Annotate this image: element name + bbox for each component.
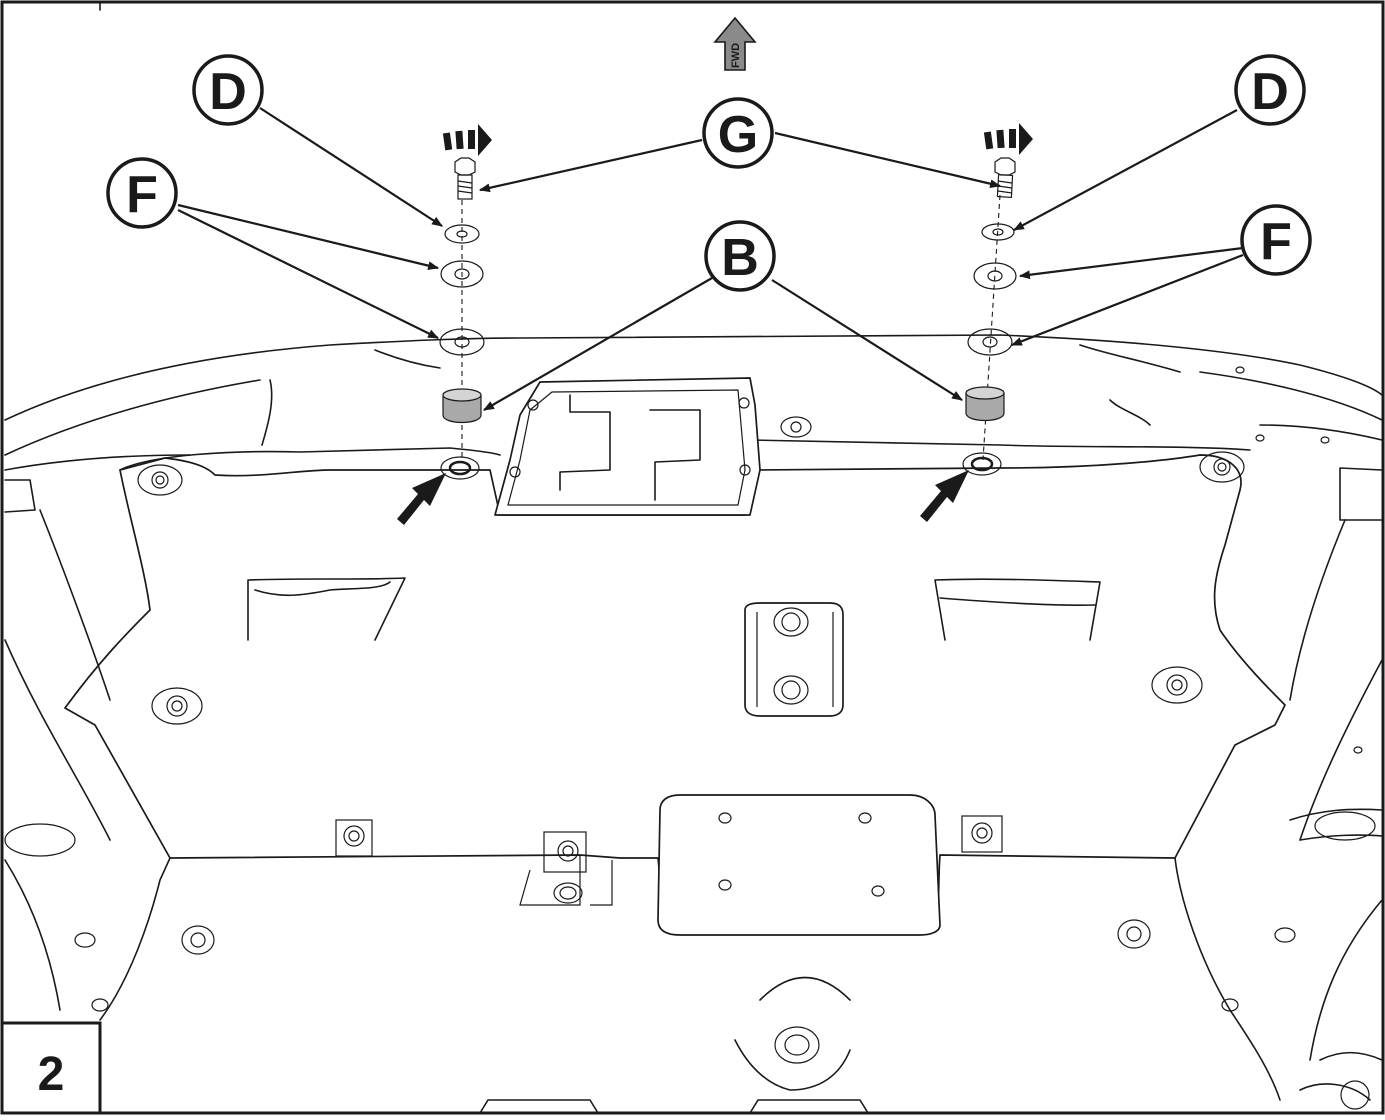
small-washer-icon — [981, 223, 1015, 241]
rotation-arrow-icon — [442, 124, 492, 156]
svg-text:B: B — [721, 229, 759, 287]
spacer-icon — [442, 388, 482, 424]
plate-bolt — [543, 831, 587, 873]
step-number: 2 — [38, 1048, 65, 1101]
plate-bolt — [1199, 451, 1245, 483]
callout-d-left: D — [192, 54, 264, 126]
plate-bolt — [773, 675, 809, 705]
forward-label: FWD — [730, 43, 742, 68]
callout-f-left: F — [106, 157, 178, 229]
plate-bolt — [773, 607, 809, 637]
plate-bolt — [780, 416, 812, 438]
plate-bolt — [151, 687, 203, 725]
callout-f-right: F — [1240, 204, 1312, 276]
forward-arrow-icon: FWD — [713, 16, 757, 71]
location-arrow-icon — [920, 470, 969, 522]
callout-g: G — [702, 97, 774, 169]
plate-bolt — [335, 819, 373, 857]
plate-fasteners — [137, 397, 1245, 955]
large-washer-icon — [439, 328, 485, 356]
vehicle-underbody — [4, 334, 1383, 1114]
plate-bolt — [553, 882, 583, 904]
plate-bolt — [1151, 666, 1203, 704]
svg-text:D: D — [1251, 63, 1289, 121]
svg-text:G: G — [718, 106, 758, 164]
large-washer-icon — [440, 260, 484, 288]
svg-text:D: D — [209, 63, 247, 121]
left-fastener-stack — [397, 124, 492, 525]
mounting-hole-icon — [962, 452, 1002, 476]
large-washer-icon — [973, 262, 1017, 290]
plate-bolt — [961, 815, 1003, 853]
spacer-icon — [965, 386, 1005, 422]
callout-b: B — [704, 220, 776, 292]
svg-text:F: F — [126, 166, 158, 224]
right-fastener-stack — [920, 123, 1033, 522]
small-washer-icon — [444, 224, 480, 244]
step-number-box: 2 — [0, 1021, 102, 1115]
svg-text:F: F — [1260, 213, 1292, 271]
plate-bolt — [137, 464, 183, 496]
mounting-hole-icon — [440, 456, 480, 480]
location-arrow-icon — [397, 473, 446, 525]
callout-d-right: D — [1234, 54, 1306, 126]
leader-lines — [177, 107, 1244, 411]
plate-bolt — [181, 925, 215, 955]
rotation-arrow-icon — [983, 123, 1033, 155]
bolt-icon — [454, 157, 476, 200]
plate-bolt — [1117, 919, 1151, 949]
